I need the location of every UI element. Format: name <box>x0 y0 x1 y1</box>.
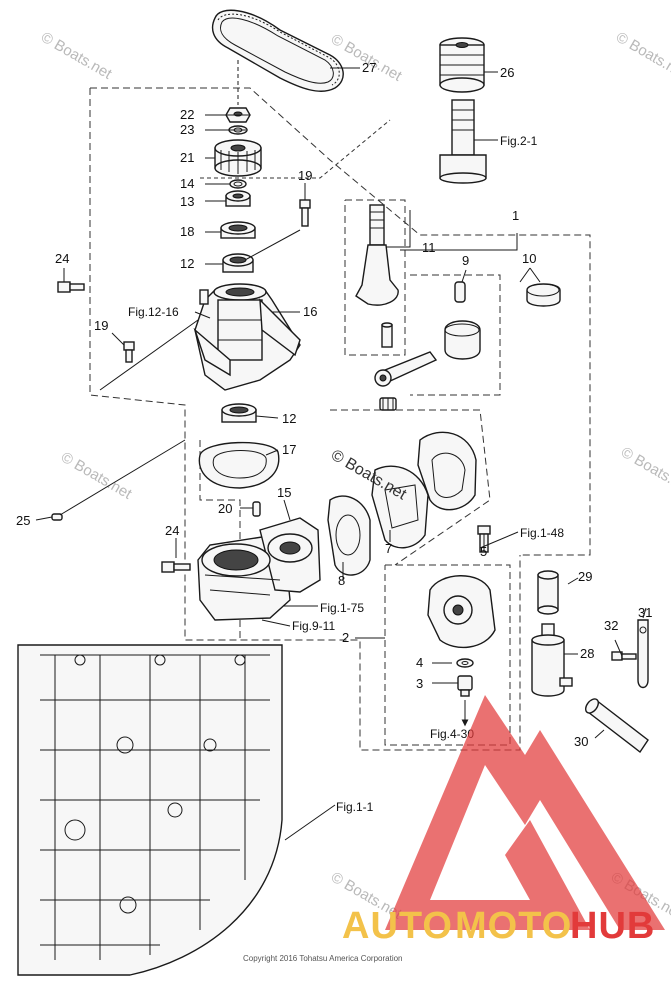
bearing-12b <box>221 403 257 423</box>
housing-16 <box>193 283 301 391</box>
callout-18: 18 <box>180 224 194 239</box>
logo-text-auto: AUTO <box>342 905 453 947</box>
callout-28: 28 <box>580 646 594 661</box>
bolt-32 <box>611 651 637 661</box>
callout-32: 32 <box>604 618 618 633</box>
callout-19-left: 19 <box>94 318 108 333</box>
housing-15 <box>197 517 321 621</box>
seal-18 <box>220 221 256 239</box>
cover-plate <box>417 431 477 511</box>
pin-20 <box>252 501 261 517</box>
callout-7: 7 <box>385 541 392 556</box>
callout-14: 14 <box>180 176 194 191</box>
cover-7 <box>371 465 429 549</box>
cylinder-block <box>17 644 283 976</box>
watermark-text: © Boats.net <box>58 449 135 503</box>
watermark-text: © Boats.net <box>618 444 671 498</box>
clamp-31 <box>637 619 649 689</box>
figref-9-11: Fig.9-11 <box>292 619 335 633</box>
bolt-24-left <box>57 281 85 293</box>
callout-19-top: 19 <box>298 168 312 183</box>
callout-13: 13 <box>180 194 194 209</box>
hose-30 <box>584 698 649 754</box>
logo-mark <box>385 695 665 930</box>
callout-4: 4 <box>416 655 423 670</box>
callout-22: 22 <box>180 107 194 122</box>
bolt-19-left <box>123 341 135 363</box>
bearing-13 <box>225 190 251 207</box>
pulley-26 <box>439 37 485 93</box>
timing-belt <box>211 9 344 92</box>
callout-25: 25 <box>16 513 30 528</box>
figure-references: Fig.2-1 Fig.12-16 Fig.1-48 Fig.1-75 Fig.… <box>128 134 564 814</box>
callout-29: 29 <box>578 569 592 584</box>
callout-9: 9 <box>462 253 469 268</box>
outline-lower <box>89 88 521 751</box>
filter-28 <box>531 623 573 697</box>
leader-lines <box>35 67 647 841</box>
pump-body-2 <box>427 575 496 649</box>
outline-main <box>90 87 591 556</box>
bolt-24-lower <box>161 561 191 573</box>
callout-12-lower: 12 <box>282 411 296 426</box>
washer-4 <box>456 658 474 668</box>
outline-covers <box>330 409 491 566</box>
figref-2-1: Fig.2-1 <box>500 134 538 148</box>
callout-30: 30 <box>574 734 588 749</box>
watermark-text: © Boats.net <box>613 29 671 83</box>
callout-21: 21 <box>180 150 194 165</box>
logo-text-hub: HUB <box>570 905 655 947</box>
gasket-17 <box>198 441 280 489</box>
callout-10: 10 <box>522 251 536 266</box>
callout-31: 31 <box>638 605 652 620</box>
crankshaft-11 <box>355 204 399 348</box>
callout-20: 20 <box>218 501 232 516</box>
callout-17: 17 <box>282 442 296 457</box>
ring-14 <box>229 179 247 189</box>
logo-text-moto: MOTO <box>455 905 572 947</box>
stack-parts <box>214 60 262 273</box>
callout-11: 11 <box>422 240 436 255</box>
callouts: 27 26 22 23 21 14 13 18 12 19 24 16 19 1… <box>16 60 652 749</box>
crankshaft-top <box>439 99 487 184</box>
group-outlines <box>89 87 591 751</box>
callout-24-lower: 24 <box>165 523 179 538</box>
callout-1: 1 <box>512 208 519 223</box>
piston-parts <box>374 281 561 411</box>
callout-12-upper: 12 <box>180 256 194 271</box>
gear-21 <box>214 139 262 177</box>
callout-16: 16 <box>303 304 317 319</box>
callout-5: 5 <box>480 544 487 559</box>
callout-23: 23 <box>180 122 194 137</box>
callout-15: 15 <box>277 485 291 500</box>
copyright-text: Copyright 2016 Tohatsu America Corporati… <box>243 954 403 963</box>
outline-upper <box>200 119 391 179</box>
callout-2: 2 <box>342 630 349 645</box>
bolt-19-top <box>299 199 311 227</box>
callout-3: 3 <box>416 676 423 691</box>
bearing-12a <box>222 253 254 273</box>
outline-piston <box>410 274 501 396</box>
outline-crank <box>344 199 406 356</box>
figref-12-16: Fig.12-16 <box>128 305 179 319</box>
fitting-3 <box>457 675 473 697</box>
gasket-8 <box>327 495 371 576</box>
figref-1-48: Fig.1-48 <box>520 526 564 540</box>
figref-4-30: Fig.4-30 <box>430 727 474 741</box>
outline-pump <box>384 564 511 746</box>
sleeve-29 <box>537 570 559 615</box>
callout-26: 26 <box>500 65 514 80</box>
figref-1-75: Fig.1-75 <box>320 601 364 615</box>
automotohub-logo: AUTO MOTO HUB <box>342 695 665 947</box>
callout-24-left: 24 <box>55 251 69 266</box>
callout-27: 27 <box>362 60 376 75</box>
callout-8: 8 <box>338 573 345 588</box>
watermark-text: © Boats.net <box>38 29 115 83</box>
figref-1-1: Fig.1-1 <box>336 800 374 814</box>
